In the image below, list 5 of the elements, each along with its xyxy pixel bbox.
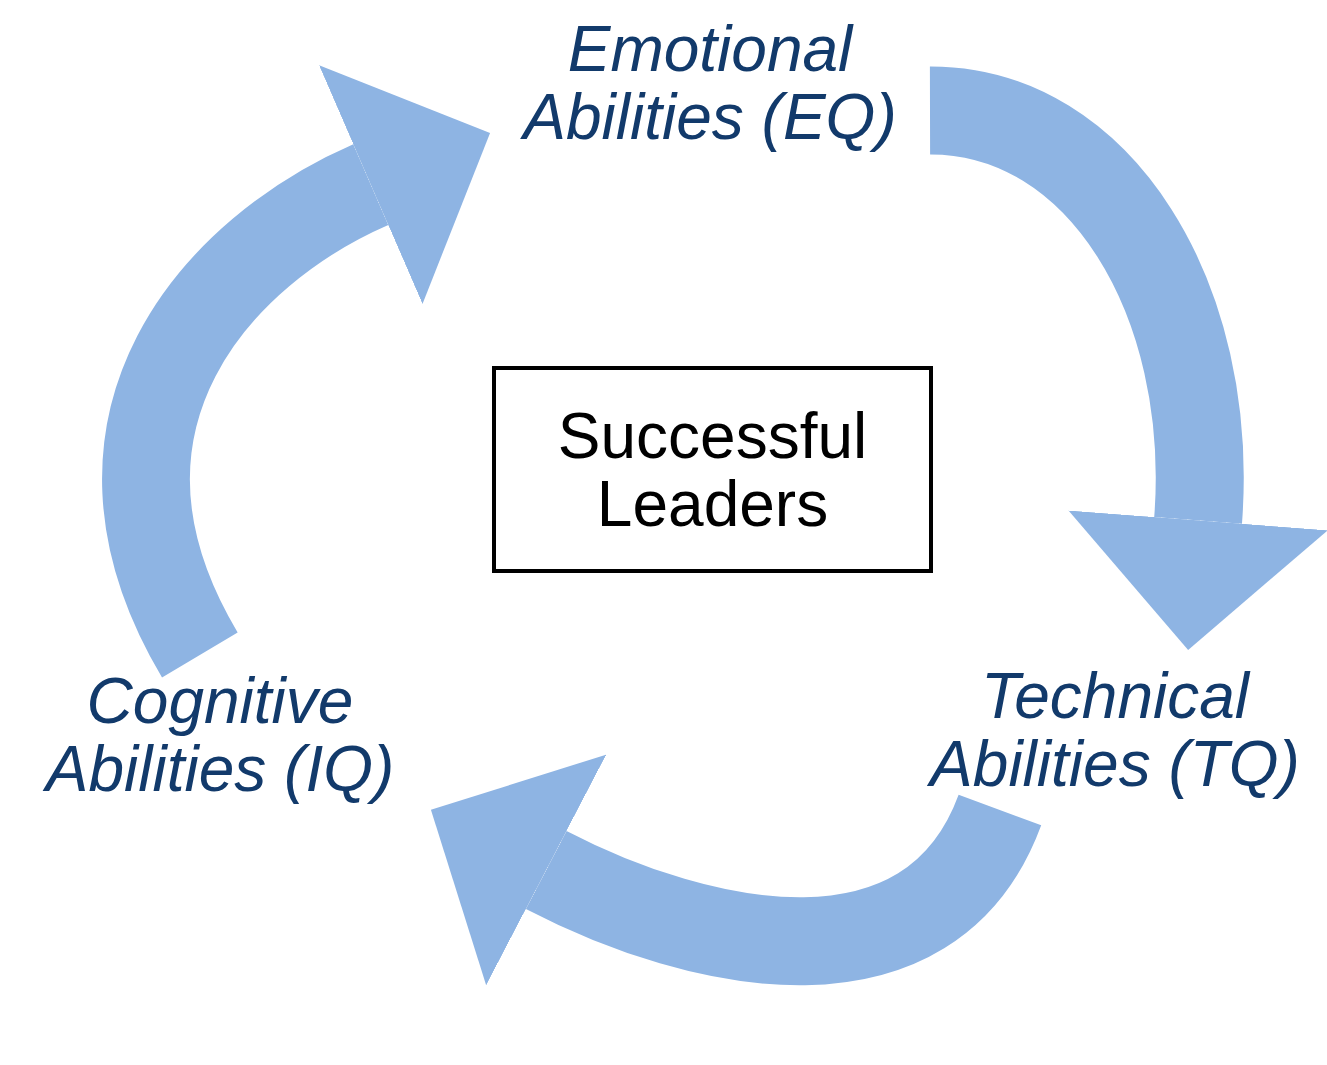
curved-arrow	[102, 67, 488, 675]
process-box: Successful Leaders	[492, 366, 933, 573]
node-label: Emotional Abilities (EQ)	[490, 5, 930, 160]
node-label: Cognitive Abilities (IQ)	[10, 655, 430, 815]
node-label: Technical Abilities (TQ)	[905, 650, 1325, 810]
